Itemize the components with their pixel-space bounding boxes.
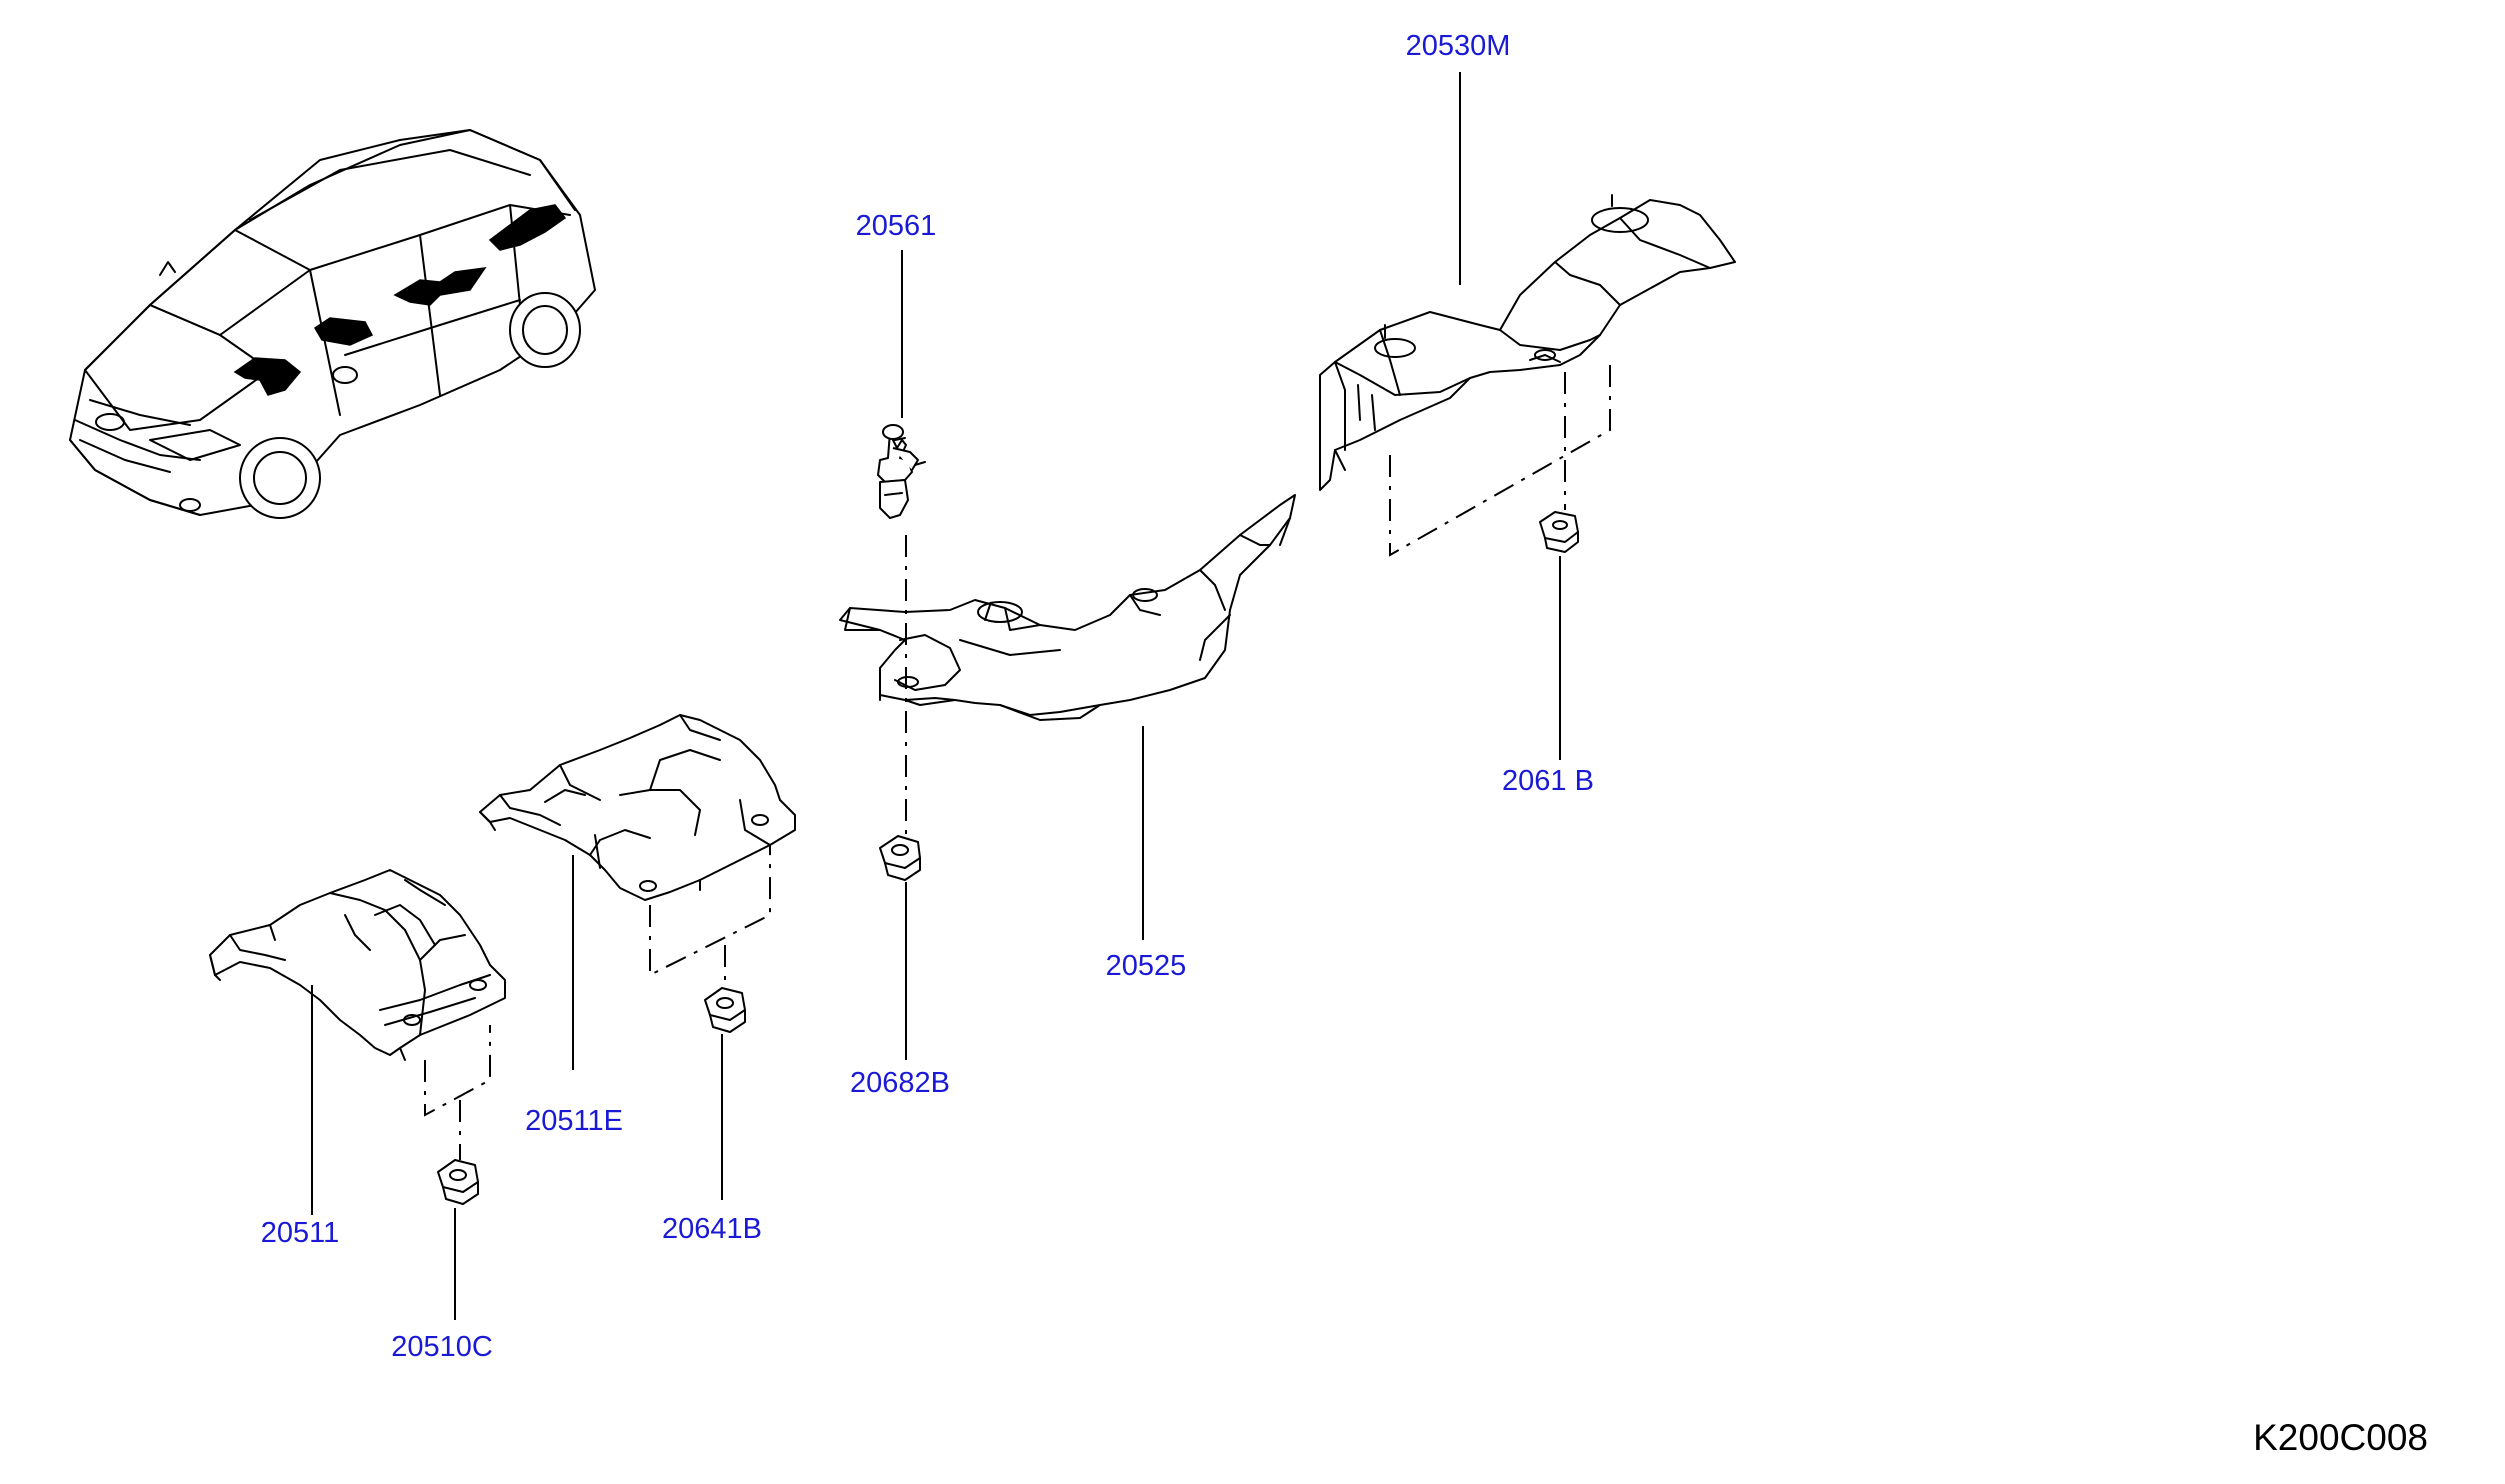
label-20561[interactable]: 20561 [856, 210, 937, 242]
label-20511[interactable]: 20511 [261, 1217, 340, 1249]
label-20530M[interactable]: 20530M [1406, 30, 1511, 62]
diagram-code: K200C008 [2253, 1417, 2428, 1458]
part-20525-insulator[interactable] [839, 494, 1296, 721]
part-20511E-insulator[interactable] [479, 714, 796, 901]
clip-20561-icon[interactable] [877, 424, 926, 519]
label-20682B[interactable]: 20682B [850, 1067, 950, 1099]
label-partial[interactable]: 2061 B [1502, 765, 1594, 797]
label-20525[interactable]: 20525 [1106, 950, 1187, 982]
nut-right-icon [1539, 511, 1579, 553]
vehicle-location-illustration [69, 129, 596, 519]
part-20530M-insulator[interactable] [1319, 194, 1736, 491]
label-20641B[interactable]: 20641B [662, 1213, 762, 1245]
label-20510C[interactable]: 20510C [391, 1331, 493, 1363]
nut-20510C-icon[interactable] [437, 1159, 479, 1205]
part-20511-insulator[interactable] [209, 869, 506, 1061]
nut-20641B-icon[interactable] [704, 987, 746, 1033]
phantom-20530M [1389, 360, 1611, 557]
label-20511E[interactable]: 20511E [525, 1105, 623, 1137]
nut-20682B-icon[interactable] [879, 835, 921, 881]
